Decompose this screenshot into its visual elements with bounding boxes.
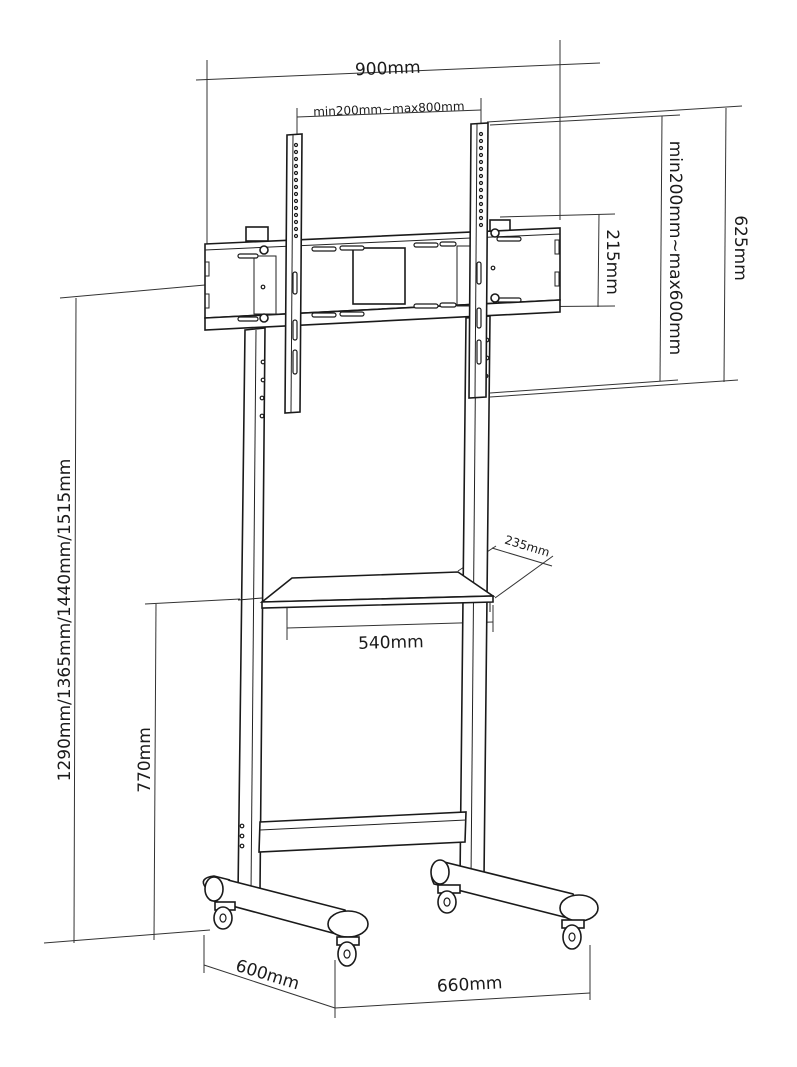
dimension-labels: 900mm min200mm~max800mm min200mm~max600m… [55,58,750,997]
label-shelf-width: 540mm [358,632,424,654]
bracket-slots [237,236,522,322]
caster-rear-right [561,919,585,950]
caster-front-right [336,936,360,967]
label-overall-height: 1290mm/1365mm/1440mm/1515mm [55,459,75,782]
label-overall-width: 900mm [355,58,421,81]
lower-crossbar [258,811,467,853]
label-mount-height: 625mm [730,215,750,281]
label-base-depth: 600mm [233,956,302,994]
arm-holes [293,131,484,239]
label-shelf-depth: 235mm [503,533,551,560]
caster-front-left [213,901,236,930]
casters [213,884,585,967]
mounting-bracket [204,219,561,331]
label-vesa-horizontal: min200mm~max800mm [313,99,465,119]
shelf [237,571,496,620]
base-feet [202,859,599,938]
label-shelf-height: 770mm [135,727,155,793]
label-bracket-height: 215mm [602,229,622,295]
vesa-arms [284,122,489,414]
label-base-width: 660mm [436,973,503,997]
label-vesa-vertical: min200mm~max600mm [665,141,685,355]
dimension-lines [43,40,743,1018]
caster-rear-left [437,884,461,914]
